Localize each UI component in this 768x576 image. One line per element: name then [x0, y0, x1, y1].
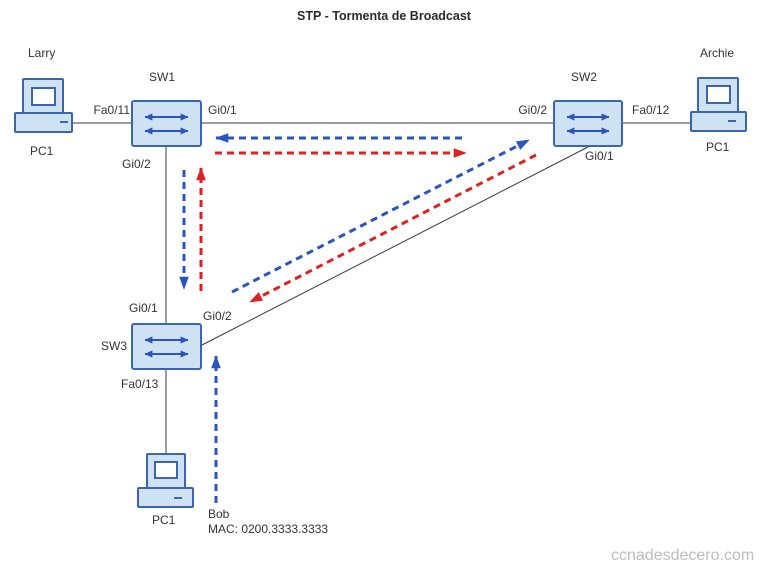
- device-label-pc1-larry: PC1: [30, 144, 54, 158]
- pc-larry-icon: [14, 78, 73, 133]
- switch-label-sw3: SW3: [100, 339, 127, 353]
- switch-sw1-body: [131, 100, 202, 147]
- host-name-larry: Larry: [28, 46, 56, 60]
- port-label-sw1-fa0-11: Fa0/11: [93, 103, 130, 117]
- device-label-pc1-bob: PC1: [152, 513, 176, 527]
- port-label-sw3-gi0-2: Gi0/2: [203, 309, 232, 323]
- pc-base: [690, 111, 747, 132]
- port-label-sw3-gi0-1: Gi0/1: [129, 301, 158, 315]
- device-label-pc1-archie: PC1: [706, 140, 730, 154]
- pc-base: [137, 487, 194, 508]
- host-name-archie: Archie: [700, 46, 735, 60]
- broadcast-arrow-red-sw2-to-sw3: [249, 153, 537, 304]
- switch-label-sw2: SW2: [571, 70, 598, 84]
- switch-sw2-body: [553, 100, 623, 147]
- pc-archie-icon: [690, 77, 747, 132]
- switch-sw3: [131, 323, 202, 370]
- switch-sw1: [131, 100, 202, 147]
- pc-bob-icon: [137, 453, 194, 508]
- port-label-sw2-fa0-12: Fa0/12: [632, 103, 670, 117]
- pc-base: [14, 112, 73, 133]
- host-name-bob: Bob: [208, 507, 230, 521]
- port-label-sw2-gi0-2: Gi0/2: [518, 103, 547, 117]
- broadcast-arrow-blue-sw3-to-sw2: [231, 138, 530, 294]
- port-label-sw1-gi0-1: Gi0/1: [208, 103, 237, 117]
- watermark-text: ccnadesdecero.com: [611, 547, 755, 564]
- diagram-title: STP - Tormenta de Broadcast: [297, 9, 471, 23]
- pc-screen: [154, 461, 178, 479]
- host-mac-bob: MAC: 0200.3333.3333: [208, 522, 329, 536]
- pc-screen: [706, 85, 731, 104]
- switch-sw3-body: [131, 323, 202, 370]
- pc-screen: [31, 87, 56, 106]
- link-sw2-sw3: [201, 146, 589, 346]
- port-label-sw2-gi0-1: Gi0/1: [585, 149, 614, 163]
- switch-sw2: [553, 100, 623, 147]
- switch-label-sw1: SW1: [149, 70, 176, 84]
- port-label-sw1-gi0-2: Gi0/2: [122, 157, 151, 171]
- port-label-sw3-fa0-13: Fa0/13: [121, 377, 159, 391]
